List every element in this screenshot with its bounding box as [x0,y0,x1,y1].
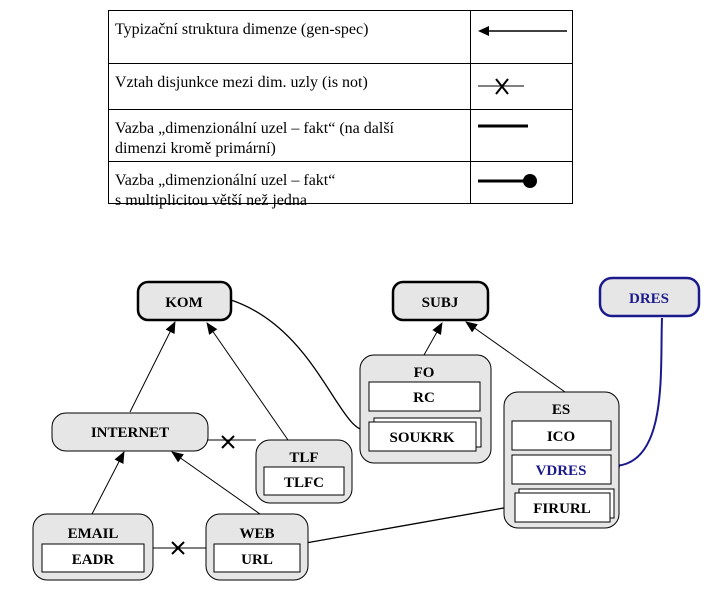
attr-box [41,543,145,573]
disjunction-x-icon [221,435,235,449]
node-email-title: EMAIL [68,526,119,542]
node-es-title: ES [552,402,570,418]
attr-box [511,420,612,451]
node-dres-label: DRES [629,291,669,307]
node-internet-label: INTERNET [91,425,169,441]
node-subj-label: SUBJ [422,295,459,311]
node-es[interactable]: ES ICO VDRES FIRURL [503,391,620,529]
edge-email-internet [91,451,125,515]
node-web-title: WEB [239,526,274,542]
legend-row-multiplicity: Vazba „dimenzionální uzel – fakt“ s mult… [109,161,572,209]
node-fo-title: FO [414,365,435,381]
edge-url-firurl [299,505,516,545]
attr-box [263,466,345,496]
legend-text-fact-link: Vazba „dimenzionální uzel – fakt“ (na da… [109,110,471,161]
edge-es-subj [465,321,566,393]
arrow-icon [472,11,572,63]
line-dot-icon [472,162,572,204]
attr-box [368,421,477,452]
legend-row-fact-link: Vazba „dimenzionální uzel – fakt“ (na da… [109,109,572,161]
node-tlf[interactable]: TLF TLFC [255,439,353,504]
node-kom-label: KOM [165,295,203,311]
attr-eadr: EADR [72,552,115,568]
attr-tlfc: TLFC [284,475,324,491]
disjunction-x-icon [472,64,572,109]
edge-tlf-kom [206,322,289,441]
legend-table: Typizační struktura dimenze (gen-spec) V… [108,10,573,209]
node-dres[interactable]: DRES [598,276,701,318]
legend-text-disjunction: Vztah disjunkce mezi dim. uzly (is not) [109,64,471,109]
node-subj[interactable]: SUBJ [391,280,490,322]
edge-soukrk-kom [230,299,371,432]
node-internet[interactable]: INTERNET [51,412,209,452]
thick-line-icon [472,110,572,161]
legend-text-gen-spec: Typizační struktura dimenze (gen-spec) [109,11,471,63]
disjunction-x-icon [171,541,185,555]
node-kom[interactable]: KOM [136,280,233,322]
attr-firurl: FIRURL [533,501,591,517]
node-tlf-title: TLF [289,450,318,466]
legend-row-disjunction: Vztah disjunkce mezi dim. uzly (is not) [109,63,572,109]
attr-box [511,454,612,485]
legend-text-multiplicity: Vazba „dimenzionální uzel – fakt“ s mult… [109,162,471,209]
edge-fo-subj [423,322,443,356]
legend-row-gen-spec: Typizační struktura dimenze (gen-spec) [109,11,572,63]
attr-box [368,381,481,412]
attr-rc: RC [413,390,435,406]
edge-internet-kom [129,321,176,413]
node-email[interactable]: EMAIL EADR [32,513,154,581]
attr-vdres: VDRES [536,463,587,479]
node-web[interactable]: WEB URL [205,513,309,581]
attr-box [213,543,301,573]
attr-soukrk: SOUKRK [389,430,454,446]
attr-box [514,492,611,523]
edge-web-internet [171,451,261,515]
attr-ico: ICO [547,429,575,445]
edge-dres-vdres [615,317,663,467]
attr-url: URL [241,552,273,568]
node-fo[interactable]: FO RC SOUKRK [359,354,492,464]
